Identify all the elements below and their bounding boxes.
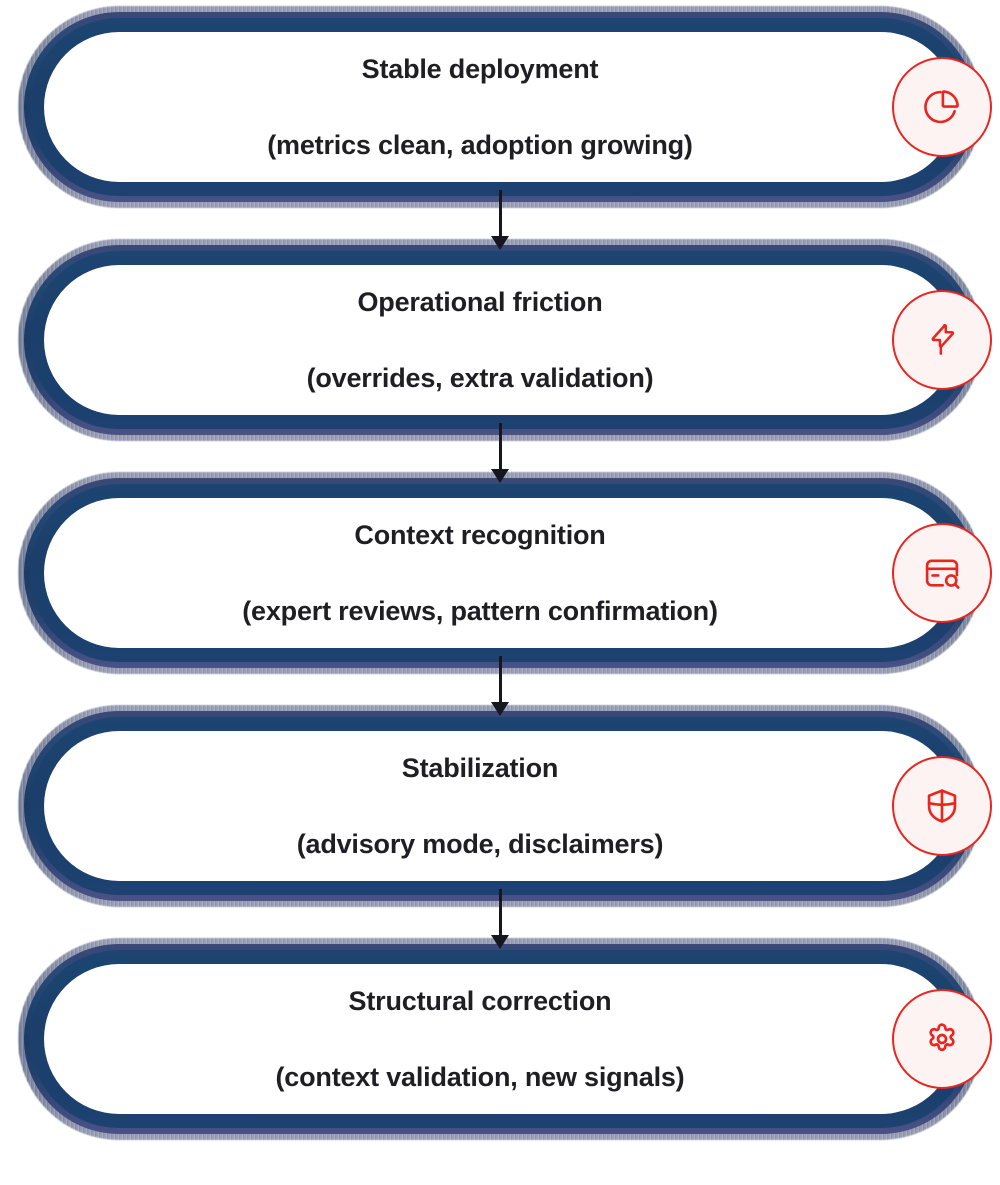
connector-arrowhead-4: [491, 935, 509, 949]
flow-step-3[interactable]: Context recognition (expert reviews, pat…: [18, 472, 992, 674]
step-title: Context recognition: [354, 519, 606, 550]
flow-step-2[interactable]: Operational friction (overrides, extra v…: [18, 239, 992, 441]
card-text-block: Stable deployment (metrics clean, adopti…: [187, 11, 812, 203]
connector-arrow-3: [499, 656, 502, 706]
connector-arrowhead-1: [491, 236, 509, 250]
connector-arrowhead-2: [491, 469, 509, 483]
step-subtitle: (advisory mode, disclaimers): [296, 829, 664, 860]
step-subtitle: (expert reviews, pattern confirmation): [242, 596, 718, 627]
gear-icon: [892, 989, 992, 1089]
card-text-block: Operational friction (overrides, extra v…: [227, 244, 774, 436]
step-title: Stabilization: [401, 752, 559, 783]
step-title: Operational friction: [357, 286, 603, 317]
connector-arrow-4: [499, 889, 502, 939]
connector-arrow-2: [499, 423, 502, 473]
flow-step-4[interactable]: Stabilization (advisory mode, disclaimer…: [18, 705, 992, 907]
lightning-bolt-icon: [892, 290, 992, 390]
card-body: Stabilization (advisory mode, disclaimer…: [44, 731, 956, 881]
flow-step-5[interactable]: Structural correction (context validatio…: [18, 938, 992, 1140]
flow-step-1[interactable]: Stable deployment (metrics clean, adopti…: [18, 6, 992, 208]
connector-arrowhead-3: [491, 702, 509, 716]
card-body: Stable deployment (metrics clean, adopti…: [44, 32, 956, 182]
step-subtitle: (metrics clean, adoption growing): [267, 130, 693, 161]
card-body: Structural correction (context validatio…: [44, 964, 956, 1114]
card-body: Context recognition (expert reviews, pat…: [44, 498, 956, 648]
card-text-block: Context recognition (expert reviews, pat…: [162, 477, 838, 669]
step-subtitle: (context validation, new signals): [275, 1062, 685, 1093]
card-search-icon: [892, 523, 992, 623]
card-text-block: Structural correction (context validatio…: [196, 943, 805, 1135]
step-subtitle: (overrides, extra validation): [306, 363, 654, 394]
card-body: Operational friction (overrides, extra v…: [44, 265, 956, 415]
pie-chart-icon: [892, 57, 992, 157]
shield-icon: [892, 756, 992, 856]
step-title: Structural correction: [348, 985, 612, 1016]
step-title: Stable deployment: [361, 53, 599, 84]
connector-arrow-1: [499, 190, 502, 240]
card-text-block: Stabilization (advisory mode, disclaimer…: [217, 710, 784, 902]
